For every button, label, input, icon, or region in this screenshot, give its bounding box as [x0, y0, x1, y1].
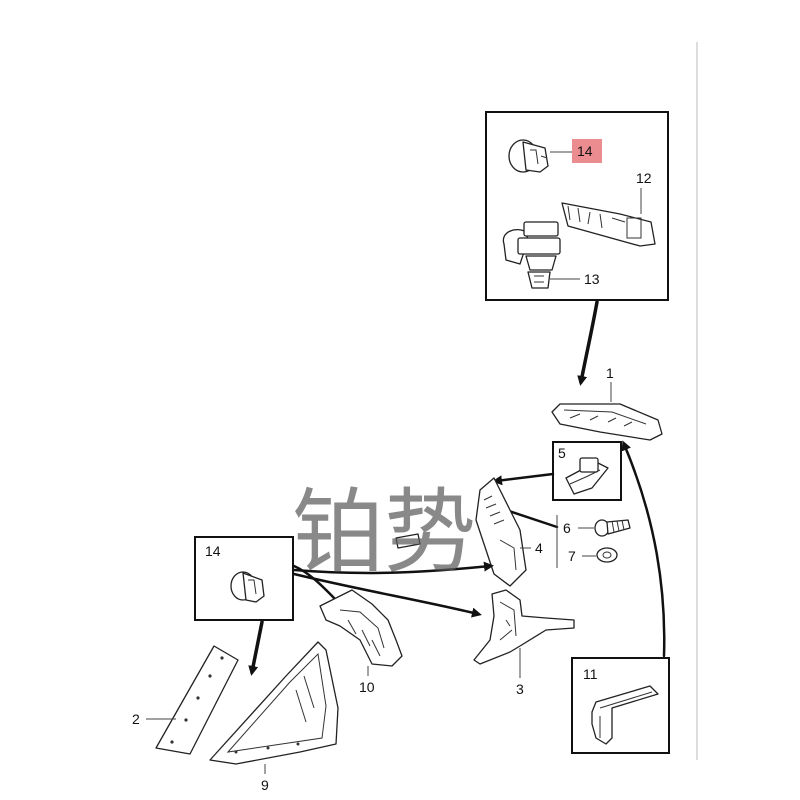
detail-box-14-left: 14 — [194, 536, 294, 621]
arrow-5-to-part4 — [492, 472, 555, 486]
clip-13-icon — [502, 221, 561, 289]
bracket-11-icon — [591, 685, 659, 745]
screw-6-icon — [594, 519, 631, 537]
detail-box-11: 11 — [571, 657, 670, 754]
callout-9: 9 — [261, 777, 269, 793]
arrow-14-to-part9 — [248, 620, 264, 676]
highlight-14 — [572, 139, 602, 163]
clip-12-icon — [561, 202, 656, 247]
callout-14-top: 14 — [577, 143, 593, 159]
callout-2: 2 — [132, 711, 140, 727]
callout-10: 10 — [359, 679, 375, 695]
watermark-text: 铂势 — [292, 479, 476, 586]
arrow-box-to-part1 — [577, 300, 599, 386]
callout-14-left: 14 — [205, 543, 221, 559]
callout-13: 13 — [584, 271, 600, 287]
callout-7: 7 — [568, 548, 576, 564]
clip-5-icon — [565, 457, 609, 495]
part-10-bracket — [319, 589, 403, 667]
clip-14-left-icon — [230, 571, 265, 603]
part-4-pillar — [475, 477, 527, 587]
arrow-14-to-part3 — [292, 572, 482, 618]
part-3-pillar — [473, 589, 575, 665]
callout-6: 6 — [563, 520, 571, 536]
part-1-trim — [551, 403, 663, 441]
arrow-11-to-part1 — [621, 440, 666, 658]
part-2-strip — [155, 645, 239, 755]
callout-5: 5 — [558, 445, 566, 461]
part-9-panel — [209, 641, 339, 765]
callout-4: 4 — [535, 540, 543, 556]
callout-11: 11 — [583, 666, 598, 682]
detail-box-top: 14 12 13 — [485, 111, 669, 301]
detail-box-5: 5 — [552, 441, 622, 501]
washer-7-icon — [596, 547, 618, 563]
callout-1: 1 — [606, 365, 614, 381]
clip-14-icon — [508, 139, 549, 173]
arrow-14-to-part4 — [292, 561, 494, 575]
part-4-strip — [395, 533, 421, 549]
callout-3: 3 — [516, 681, 524, 697]
callout-12: 12 — [636, 170, 652, 186]
